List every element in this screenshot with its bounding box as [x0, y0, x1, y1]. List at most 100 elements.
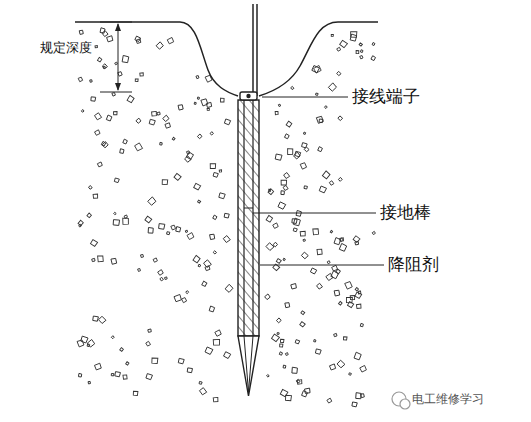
gravel-stone [147, 328, 152, 333]
gravel-stone [285, 120, 293, 128]
gravel-stone [266, 374, 269, 377]
gravel-stone [158, 270, 164, 276]
gravel-stone [184, 155, 191, 162]
gravel-stone [146, 226, 155, 235]
gravel-stone [336, 71, 341, 76]
gravel-stone [212, 396, 220, 404]
ground-wire [253, 4, 257, 96]
gravel-stone [352, 351, 363, 362]
gravel-stone [173, 172, 182, 181]
gravel-stone [223, 212, 231, 220]
gravel-stone [212, 171, 220, 179]
gravel-stone [339, 238, 343, 242]
gravel-stone [87, 339, 95, 347]
gravel-stone [102, 30, 109, 37]
gravel-stone [113, 212, 116, 215]
gravel-stone [89, 95, 97, 103]
gravel-stone [185, 290, 189, 294]
gravel-stone [318, 184, 328, 194]
gravel-stone [192, 182, 202, 192]
gravel-stone [329, 363, 336, 370]
gravel-stone [359, 55, 363, 59]
wiring-terminal [240, 92, 257, 100]
dimension-line [118, 24, 119, 90]
gravel-stone [160, 277, 164, 281]
gravel-stone [186, 151, 190, 155]
terminal-bolt [246, 94, 250, 98]
gravel-stone [290, 282, 298, 290]
gravel-stone [134, 35, 142, 43]
gravel-stone [120, 216, 131, 227]
rod-tip-core [244, 336, 253, 392]
gravel-stone [278, 343, 283, 348]
gravel-stone [196, 75, 200, 79]
part-label: 接地棒 [380, 202, 431, 222]
gravel-stone [185, 151, 195, 161]
gravel-stone [328, 82, 338, 92]
gravel-stone [150, 356, 160, 366]
gravel-stone [284, 302, 291, 309]
gravel-stone [89, 79, 93, 83]
gravel-stone [276, 200, 287, 211]
gravel-stone [317, 146, 324, 153]
gravel-stone [193, 102, 196, 105]
leader-line [262, 97, 348, 98]
gravel-stone [144, 372, 154, 382]
gravel-stone [303, 185, 308, 190]
gravel-stone [155, 41, 163, 49]
gravel-stone [219, 169, 223, 173]
gravel-stone [173, 294, 182, 303]
part-label: 降阻剂 [388, 254, 439, 274]
gravel-stone [283, 172, 289, 178]
gravel-stone [97, 162, 102, 167]
gravel-stone [185, 230, 188, 233]
gravel-stone [273, 152, 283, 162]
gravel-stone [342, 335, 348, 341]
gravel-stone [355, 50, 360, 55]
gravel-stone [337, 242, 348, 253]
gravel-stone [285, 352, 288, 355]
gravel-stone [203, 345, 214, 356]
gravel-stone [102, 63, 108, 69]
gravel-stone [113, 177, 120, 184]
gravel-stone [146, 341, 151, 346]
dimension-label: 规定深度 [40, 40, 92, 56]
gravel-stone [321, 170, 331, 180]
gravel-stone [106, 35, 114, 43]
gravel-stone [77, 372, 83, 378]
gravel-stone [291, 216, 302, 227]
gravel-stone [360, 49, 364, 53]
gravel-stone [162, 115, 169, 122]
gravel-stone [97, 57, 103, 63]
gravel-stone [315, 248, 324, 257]
gravel-stone [94, 363, 102, 371]
gravel-stone [91, 258, 95, 262]
gravel-stone [267, 188, 274, 195]
gravel-stone [199, 387, 207, 395]
gravel-stone [78, 77, 83, 82]
gravel-stone [300, 162, 307, 169]
gravel-stone [192, 254, 202, 264]
gravel-stone [197, 96, 201, 100]
gravel-stone [213, 250, 217, 254]
gravel-stone [87, 381, 91, 385]
gravel-stone [339, 39, 349, 49]
gravel-stone [79, 224, 82, 227]
gravel-stone [112, 110, 118, 116]
gravel-stone [279, 338, 285, 344]
gravel-stone [273, 223, 279, 229]
gravel-stone [274, 110, 279, 115]
gravel-stone [311, 227, 321, 237]
watermark-icon [392, 392, 410, 409]
gravel-stone [370, 55, 377, 62]
gravel-stone [333, 289, 341, 297]
ground-surface-pit [75, 22, 378, 96]
gravel-stone [94, 130, 100, 136]
gravel-stone [91, 314, 100, 323]
gravel-stone [301, 251, 309, 259]
gravel-stone [300, 141, 308, 149]
gravel-stone [144, 215, 153, 224]
gravel-stone [78, 29, 84, 35]
